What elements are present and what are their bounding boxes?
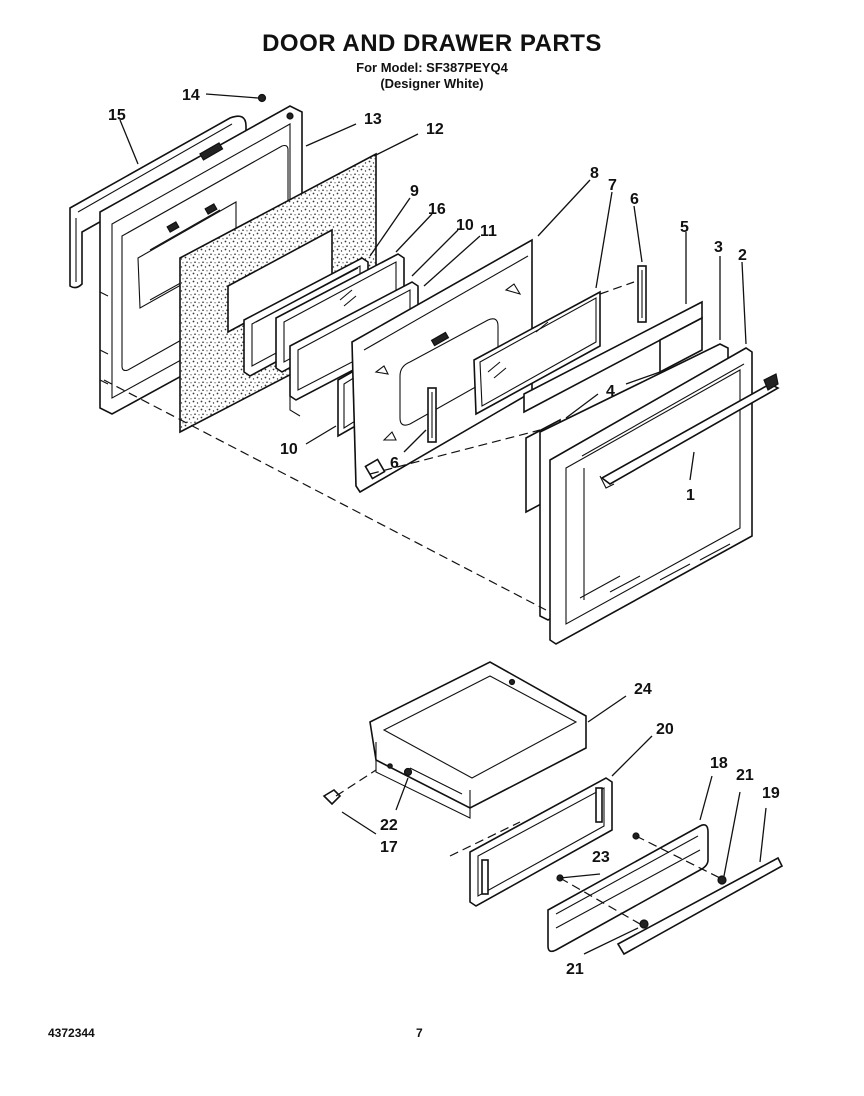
part-8-inner-door-panel	[351, 238, 533, 494]
callout-9: 9	[410, 183, 419, 200]
part-21-nut	[717, 875, 727, 885]
document-number: 4372344	[48, 1026, 95, 1040]
callout-10-upper: 10	[456, 217, 474, 234]
callout-19: 19	[762, 785, 780, 802]
callout-17: 17	[380, 839, 398, 856]
callout-10-lower: 10	[280, 441, 298, 458]
callout-20: 20	[656, 721, 674, 738]
part-6-hinge-right	[637, 265, 647, 323]
callout-11: 11	[480, 223, 497, 240]
page-number: 7	[416, 1026, 423, 1040]
callout-12: 12	[426, 121, 444, 138]
callout-22: 22	[380, 817, 398, 834]
callout-16: 16	[428, 201, 446, 218]
callout-5: 5	[680, 219, 689, 236]
model-line: For Model: SF387PEYQ4	[356, 60, 508, 75]
page-title: DOOR AND DRAWER PARTS	[262, 30, 602, 57]
part-7-outer-glass	[473, 290, 601, 416]
part-17-clip	[322, 788, 342, 806]
part-18-drawer-trim	[547, 824, 709, 953]
callout-21-lower: 21	[566, 961, 584, 978]
callout-14: 14	[182, 87, 200, 104]
part-14-screw	[257, 93, 267, 103]
part-6-hinge-left	[427, 387, 437, 443]
callout-1: 1	[686, 487, 695, 504]
callout-labels: 15 14 13 12 9 16 10 11 8 7 6 5 3 2 4 1 6…	[108, 87, 780, 978]
callout-6-left: 6	[390, 455, 399, 472]
callout-6-right: 6	[630, 191, 639, 208]
callout-13: 13	[364, 111, 382, 128]
callout-7: 7	[608, 177, 617, 194]
variant-line: (Designer White)	[380, 76, 484, 91]
callout-15: 15	[108, 107, 126, 124]
callout-4: 4	[606, 383, 615, 400]
part-20-drawer-front	[469, 777, 613, 907]
callout-23: 23	[592, 849, 610, 866]
callout-24: 24	[634, 681, 652, 698]
callout-21-upper: 21	[736, 767, 754, 784]
leader-lines	[119, 93, 767, 955]
callout-2: 2	[738, 247, 747, 264]
alignment-lines	[103, 281, 721, 925]
callout-18: 18	[710, 755, 728, 772]
callout-8: 8	[590, 165, 599, 182]
part-1-door-handle	[599, 373, 780, 489]
part-19-kick-strip	[616, 856, 784, 956]
part-24-drawer-body	[369, 661, 587, 819]
callout-3: 3	[714, 239, 723, 256]
